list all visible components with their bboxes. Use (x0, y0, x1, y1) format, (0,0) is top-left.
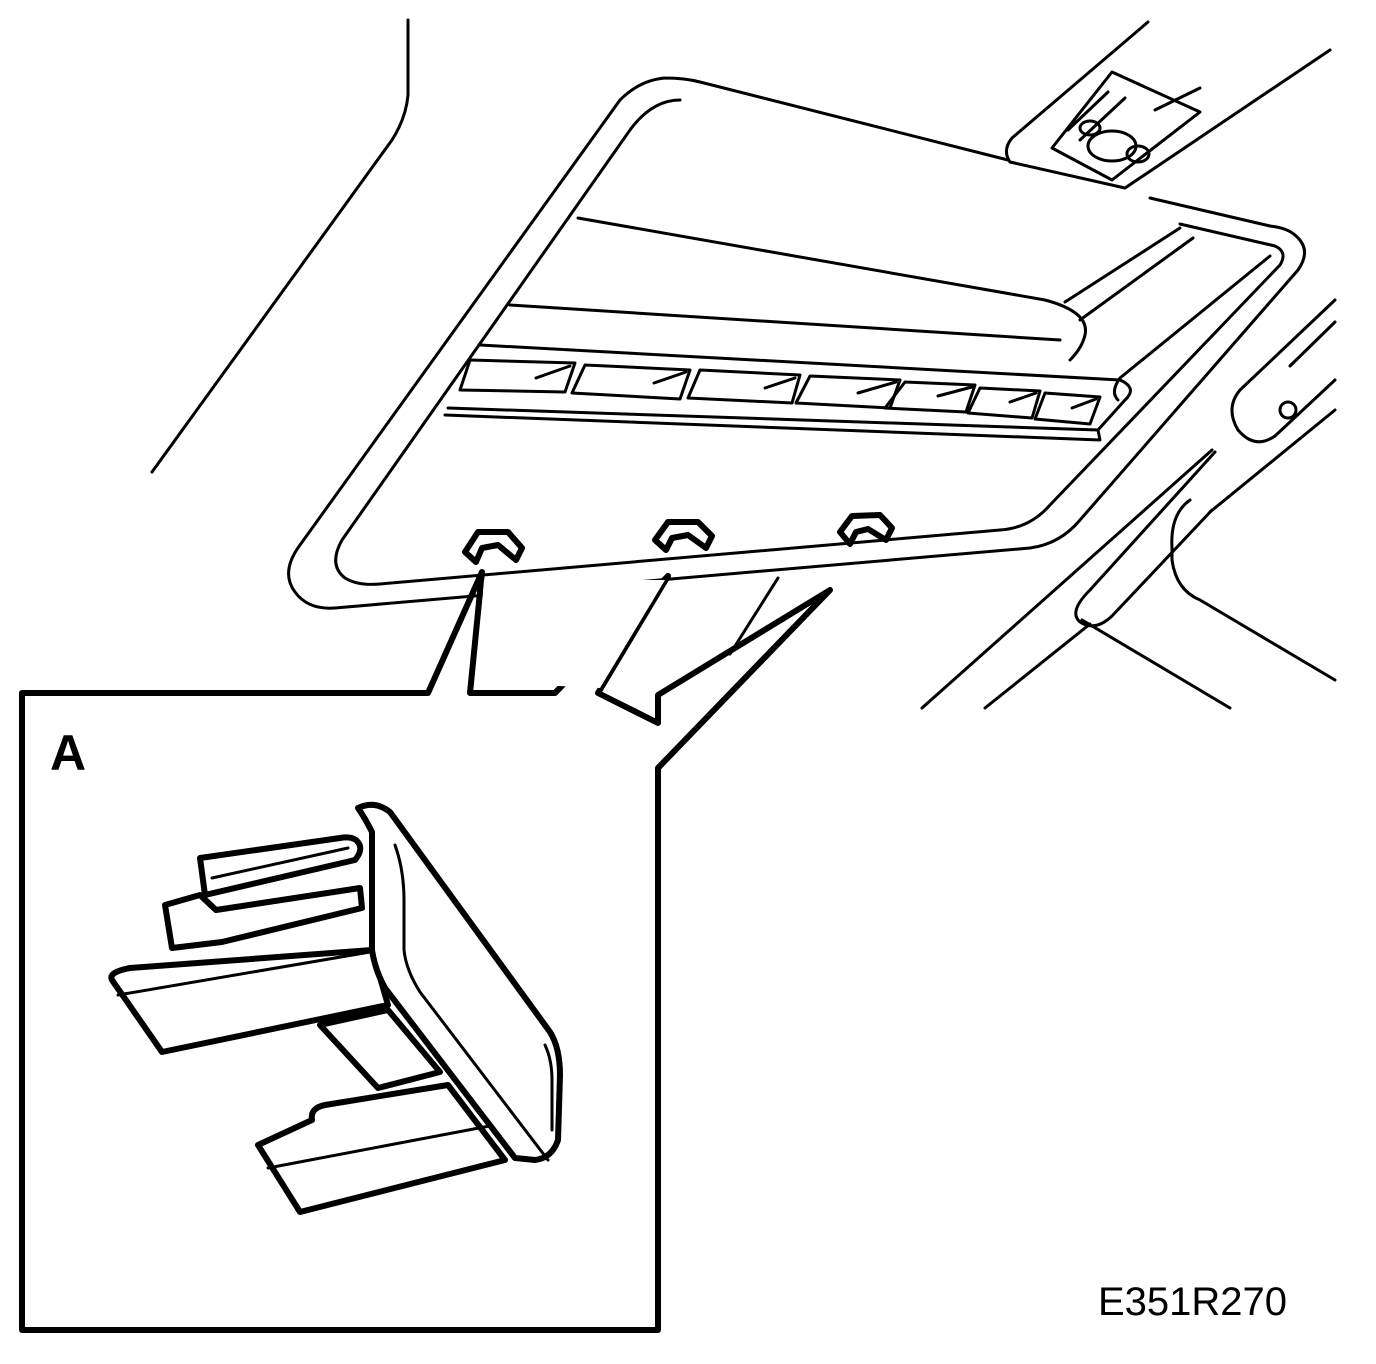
frame-clip-3 (837, 512, 895, 547)
frame-clip-1 (462, 529, 525, 565)
inset-callout (19, 569, 833, 1333)
figure-code: E351R270 (1098, 1280, 1287, 1324)
headliner-right (920, 298, 1337, 710)
air-vent-slats (458, 358, 1102, 426)
frame-clip-2 (652, 519, 715, 553)
clip-detail (108, 801, 563, 1215)
overhead-console (1005, 20, 1332, 190)
sunroof-panel (443, 216, 1272, 442)
windshield-pillar (150, 18, 410, 474)
sunroof-frame (287, 76, 1306, 610)
inset-label: A (50, 725, 86, 781)
